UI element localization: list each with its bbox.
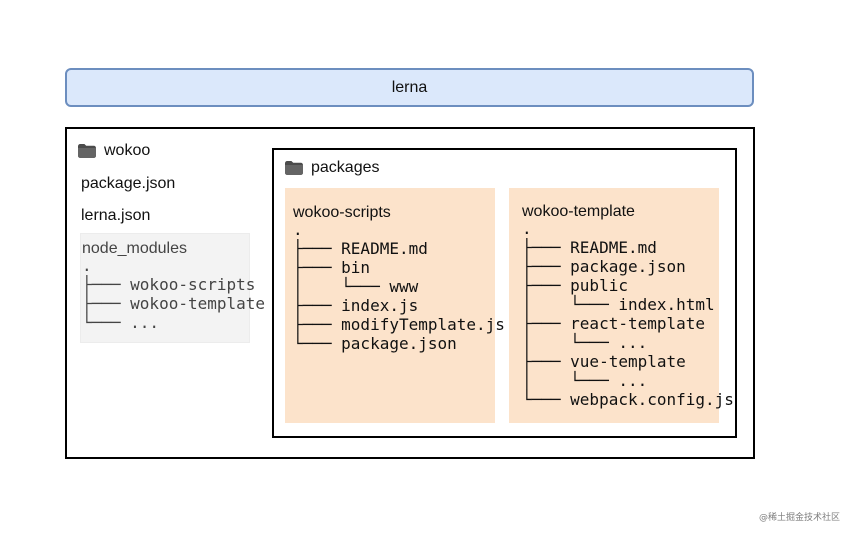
wokoo-template-tree: . ├─── README.md ├─── package.json ├─── …: [522, 219, 734, 409]
wokoo-scripts-title: wokoo-scripts: [293, 204, 391, 221]
packages-folder-label: packages: [311, 159, 380, 176]
wokoo-template-panel: [509, 188, 719, 423]
lerna-bar: lerna: [65, 68, 754, 107]
node-modules-title: node_modules: [82, 240, 187, 257]
watermark-text: @稀土掘金技术社区: [758, 513, 840, 523]
folder-icon: [285, 161, 303, 175]
node-modules-tree: . ├─── wokoo-scripts ├─── wokoo-template…: [82, 256, 266, 332]
lerna-label: lerna: [391, 78, 428, 96]
wokoo-folder-title: wokoo: [78, 142, 150, 160]
wokoo-scripts-tree: . ├─── README.md ├─── bin │ └─── www ├──…: [293, 220, 505, 353]
packages-folder-title: packages: [285, 159, 380, 177]
folder-icon: [78, 144, 96, 158]
wokoo-scripts-panel: [285, 188, 495, 423]
package-json-file: package.json: [81, 175, 176, 192]
lerna-json-file: lerna.json: [81, 207, 151, 224]
wokoo-template-title: wokoo-template: [522, 203, 635, 220]
wokoo-folder-label: wokoo: [104, 142, 151, 159]
node-modules-box: [80, 233, 250, 343]
